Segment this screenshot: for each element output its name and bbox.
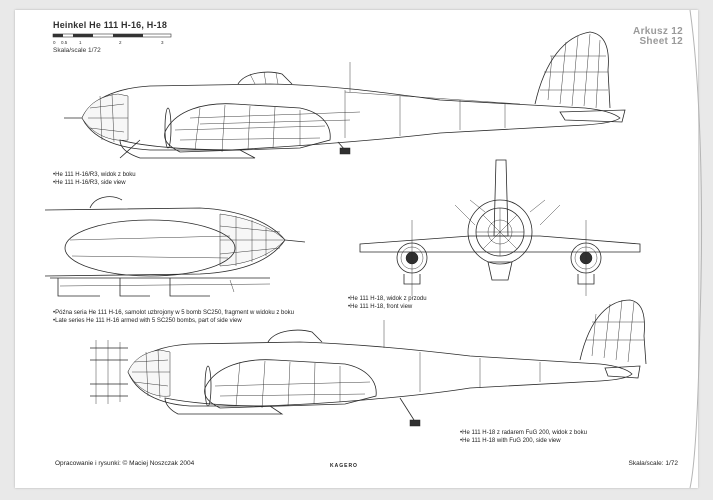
sheet-number-en: Sheet 12: [639, 36, 683, 47]
caption-front-h18-en: He 111 H-18, front view: [348, 304, 427, 312]
sheet-number-pl: Arkusz 12: [633, 26, 683, 37]
scale-bar: 0 0.5 1 2 3: [52, 33, 172, 45]
sheet-number: Arkusz 12 Sheet 12: [633, 27, 683, 47]
caption-late-series-en: Late series He 111 H-16 armed with 5 SC2…: [53, 318, 294, 326]
kagero-logo: KAGERO: [330, 463, 358, 469]
caption-late-series-pl: Późna seria He 111 H-16, samolot uzbrojo…: [53, 310, 294, 318]
front-view-h18-drawing: [359, 159, 641, 296]
caption-side-h16-en: He 111 H-16/R3, side view: [53, 180, 136, 188]
caption-front-h18: He 111 H-18, widok z przodu He 111 H-18,…: [348, 296, 427, 312]
drawing-sheet: Heinkel He 111 H-16, H-18 0 0.5 1 2 3 Sk…: [15, 10, 698, 488]
side-view-h18-drawing: [90, 299, 647, 427]
scale-tick-4: 3: [161, 40, 164, 45]
late-series-partial-drawing: [44, 196, 306, 297]
scale-tick-0: 0: [53, 40, 56, 45]
scale-label: Skala/scale 1/72: [53, 47, 101, 54]
credit-line: Opracowanie i rysunki: © Maciej Noszczak…: [55, 460, 195, 467]
scale-tick-1: 0.5: [61, 40, 68, 45]
caption-side-h16-pl: He 111 H-16/R3, widok z boku: [53, 172, 135, 180]
side-view-h16-drawing: [64, 31, 626, 159]
footer-scale: Skala/scale: 1/72: [628, 460, 678, 467]
caption-side-h18-pl: He 111 H-18 z radarem FuG 200, widok z b…: [460, 430, 587, 438]
caption-side-h16: He 111 H-16/R3, widok z boku He 111 H-16…: [53, 172, 136, 188]
caption-side-h18-en: He 111 H-18 with FuG 200, side view: [460, 438, 587, 446]
scale-tick-2: 1: [79, 40, 82, 45]
sheet-title: Heinkel He 111 H-16, H-18: [53, 20, 168, 30]
caption-front-h18-pl: He 111 H-18, widok z przodu: [348, 296, 426, 304]
scale-tick-3: 2: [119, 40, 122, 45]
caption-late-series: Późna seria He 111 H-16, samolot uzbrojo…: [53, 310, 294, 325]
caption-side-h18: He 111 H-18 z radarem FuG 200, widok z b…: [460, 430, 587, 445]
